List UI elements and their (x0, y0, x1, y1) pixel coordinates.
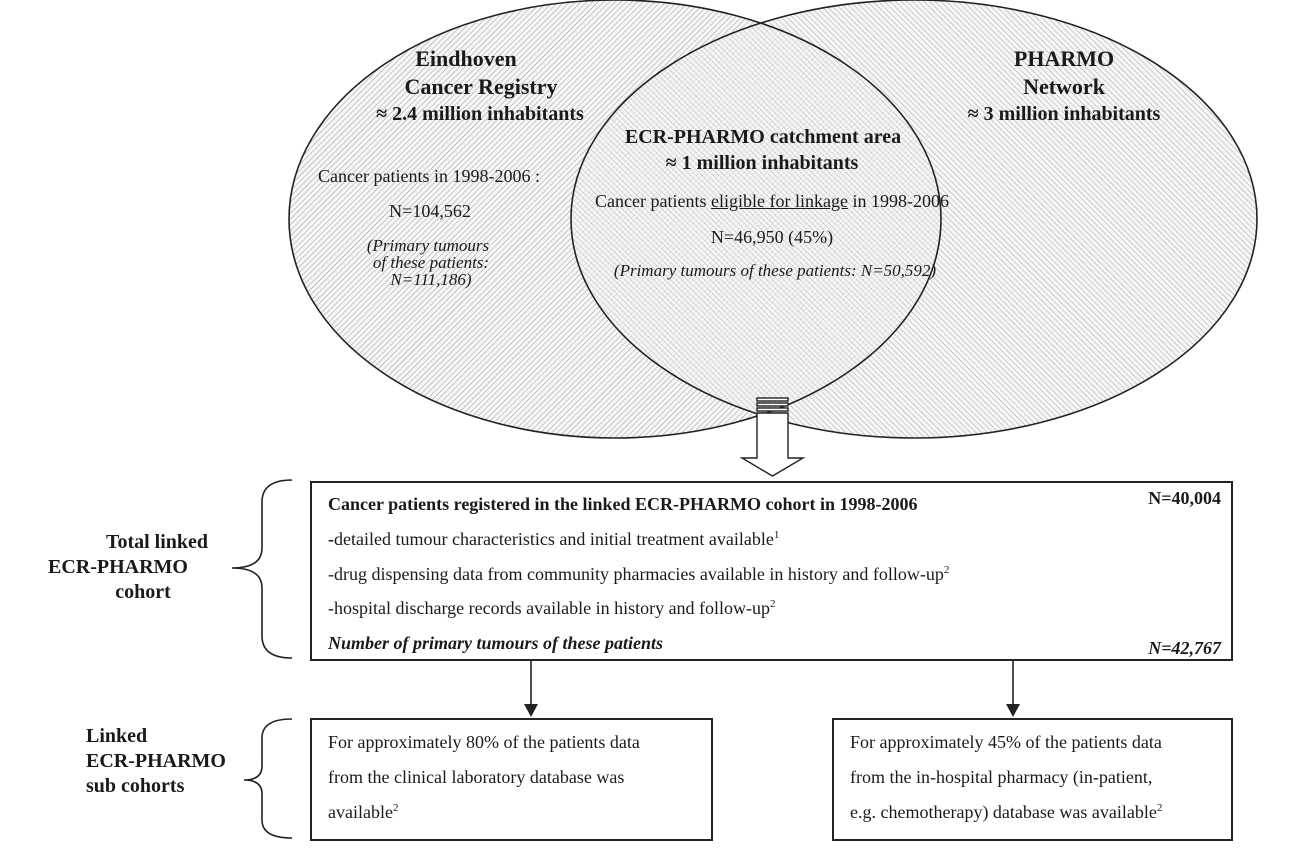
cohort-item-tumour-characteristics: -detailed tumour characteristics and ini… (328, 529, 780, 549)
arrow-to-lab-subcohort (524, 661, 538, 717)
eindhoven-title-line2: Cancer Registry (404, 74, 558, 99)
eindhoven-patients-count: N=104,562 (389, 201, 471, 221)
cohort-item-drug-dispensing: -drug dispensing data from community pha… (328, 564, 950, 584)
eindhoven-tumours-line3: N=111,186) (390, 270, 472, 289)
sub-cohorts-side-label: Linked ECR-PHARMO sub cohorts (86, 724, 226, 799)
hospital-subcohort-line1: For approximately 45% of the patients da… (850, 732, 1162, 752)
hospital-pharmacy-subcohort-box: For approximately 45% of the patients da… (832, 718, 1233, 841)
hospital-subcohort-line3: e.g. chemotherapy) database was availabl… (850, 802, 1163, 822)
catchment-population: ≈ 1 million inhabitants (665, 152, 859, 174)
total-label-line2: ECR-PHARMO (48, 556, 188, 578)
catchment-tumours: (Primary tumours of these patients: N=50… (613, 261, 937, 280)
sub-label-line2: ECR-PHARMO (86, 750, 226, 772)
total-cohort-brace (231, 479, 293, 659)
linkage-arrow (739, 397, 806, 477)
lab-subcohort-line1: For approximately 80% of the patients da… (328, 732, 640, 752)
lab-subcohort-box: For approximately 80% of the patients da… (310, 718, 713, 841)
catchment-patients-count: N=46,950 (45%) (710, 227, 834, 247)
hospital-subcohort-line2: from the in-hospital pharmacy (in-patien… (850, 767, 1153, 787)
pharmo-population: ≈ 3 million inhabitants (967, 103, 1161, 125)
total-label-line3: cohort (115, 581, 171, 603)
eindhoven-population: ≈ 2.4 million inhabitants (376, 103, 584, 125)
eindhoven-title-line1: Eindhoven (415, 46, 517, 71)
catchment-title: ECR-PHARMO catchment area (624, 126, 902, 148)
eindhoven-tumours-line2: of these patients: (372, 253, 490, 272)
pharmo-title-line1: PHARMO (1013, 46, 1115, 71)
cohort-tumours-count: N=42,767 (1148, 638, 1221, 658)
cohort-item-hospital-discharge: -hospital discharge records available in… (328, 598, 776, 618)
eligible-for-linkage-text: eligible for linkage (711, 191, 848, 211)
total-label-line1: Total linked (105, 531, 209, 553)
arrow-to-hospital-pharmacy-subcohort (1006, 661, 1020, 717)
eindhoven-tumours-line1: (Primary tumours (366, 236, 490, 255)
pharmo-title-line2: Network (1023, 74, 1105, 99)
catchment-overlap-area (571, 0, 941, 438)
lab-subcohort-line3: available2 (328, 802, 399, 822)
sub-label-line1: Linked (86, 725, 148, 747)
sub-label-line3: sub cohorts (86, 775, 185, 797)
eindhoven-patients-label: Cancer patients in 1998-2006 : (318, 166, 540, 186)
lab-subcohort-line2: from the clinical laboratory database wa… (328, 767, 625, 787)
sub-cohorts-brace (243, 718, 293, 839)
cohort-patients-count: N=40,004 (1148, 488, 1221, 508)
cohort-tumours-label: Number of primary tumours of these patie… (328, 633, 664, 653)
total-cohort-side-label: Total linked ECR-PHARMO cohort (48, 530, 238, 605)
linked-cohort-box: Cancer patients registered in the linked… (310, 481, 1233, 661)
cohort-box-title: Cancer patients registered in the linked… (328, 494, 918, 514)
catchment-eligible-label: Cancer patients eligible for linkage in … (595, 191, 949, 211)
